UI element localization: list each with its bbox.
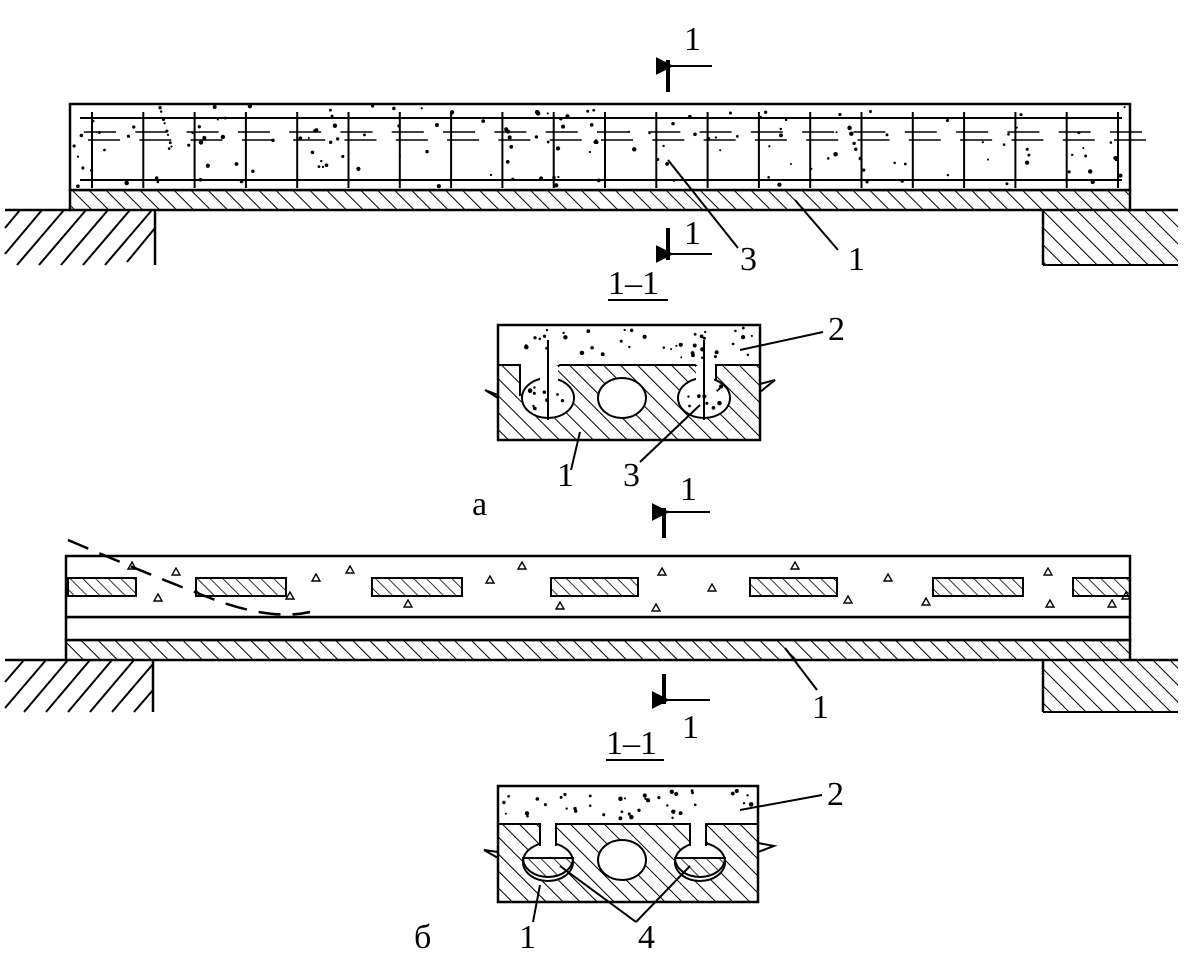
leaders-b-elevation: 1 bbox=[784, 647, 829, 726]
right-support-a bbox=[1041, 208, 1178, 266]
section-mark-b-top: 1 bbox=[680, 471, 697, 508]
supports-b bbox=[4, 658, 1178, 713]
supports-a bbox=[4, 208, 1178, 266]
section-mark-b: 1 1 bbox=[651, 471, 710, 746]
slab-1-b bbox=[64, 638, 1132, 662]
caption-a: а bbox=[472, 486, 487, 523]
left-support-a bbox=[4, 208, 157, 266]
core-liner-4-left bbox=[521, 857, 575, 878]
crack-dashes-b bbox=[67, 538, 311, 616]
figure-a: 1 1 3 1 1–1 bbox=[4, 21, 1178, 523]
right-support-b bbox=[1041, 658, 1178, 713]
section-mark-a-top: 1 bbox=[684, 21, 701, 58]
section-mark-b-bottom: 1 bbox=[682, 709, 699, 746]
callout-1-a: 1 bbox=[848, 241, 865, 278]
section-mark-a: 1 1 bbox=[655, 21, 712, 263]
caption-b: б bbox=[414, 919, 431, 956]
topping-2-a bbox=[68, 102, 1146, 192]
filled-cores-a bbox=[527, 384, 724, 411]
slab-1-a bbox=[68, 188, 1132, 212]
section-title-a: 1–1 bbox=[608, 265, 659, 302]
left-support-b bbox=[4, 658, 155, 713]
reinforcement-mesh-3 bbox=[80, 112, 1146, 188]
callout-3-a: 3 bbox=[740, 241, 757, 278]
callout-2-sec-a: 2 bbox=[828, 311, 845, 348]
section-mark-a-bottom: 1 bbox=[684, 215, 701, 252]
callout-2-sec-b: 2 bbox=[827, 776, 844, 813]
embedded-blocks-b bbox=[67, 577, 1131, 597]
callout-3-sec-a: 3 bbox=[623, 457, 640, 494]
callout-4-sec-b: 4 bbox=[638, 919, 655, 956]
figure-b: 1 1 1 1–1 bbox=[4, 471, 1178, 956]
callout-1-b: 1 bbox=[812, 689, 829, 726]
callout-1-sec-b: 1 bbox=[519, 919, 536, 956]
section-a: 1–1 2 1 3 bbox=[484, 265, 845, 494]
core-liner-4-right bbox=[673, 857, 727, 878]
section-b: 1–1 2 1 4 bbox=[483, 725, 844, 956]
topping-2-b bbox=[64, 538, 1132, 619]
section-title-b: 1–1 bbox=[606, 725, 657, 762]
leaders-a-elevation: 3 1 bbox=[667, 159, 865, 278]
callout-1-sec-a: 1 bbox=[557, 457, 574, 494]
underlay-layer-b bbox=[64, 615, 1132, 642]
